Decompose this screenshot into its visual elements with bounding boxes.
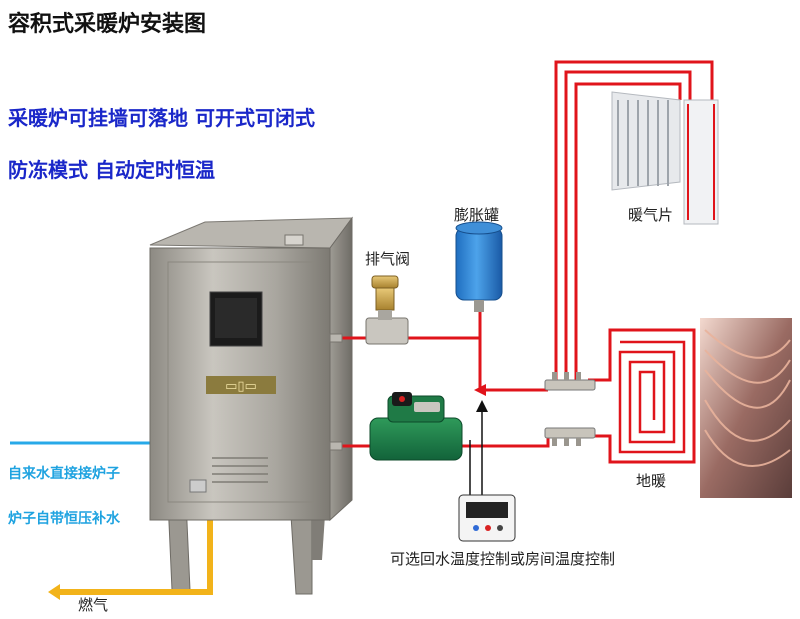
label-controller-note: 可选回水温度控制或房间温度控制 bbox=[390, 550, 616, 568]
boiler-ports bbox=[329, 333, 343, 451]
label-gas: 燃气 bbox=[78, 596, 109, 614]
circulation-pump bbox=[369, 392, 463, 461]
label-exhaust-valve: 排气阀 bbox=[365, 250, 411, 268]
floor-heating-coil bbox=[618, 340, 686, 454]
exhaust-valve bbox=[365, 275, 409, 345]
floor-heating-photo bbox=[700, 318, 792, 498]
label-tap-water-direct: 自来水直接接炉子 bbox=[8, 466, 120, 482]
feature-line-modes: 防冻模式 自动定时恒温 bbox=[8, 158, 215, 182]
page-title: 容积式采暖炉安装图 bbox=[8, 11, 207, 37]
label-tap-water-pressure: 炉子自带恒压补水 bbox=[8, 511, 120, 527]
svg-text:▭▯▭: ▭▯▭ bbox=[225, 379, 257, 394]
label-radiator: 暖气片 bbox=[628, 206, 674, 224]
label-expansion-tank: 膨胀罐 bbox=[454, 206, 500, 224]
radiator bbox=[611, 91, 719, 225]
temperature-controller bbox=[458, 400, 516, 542]
gas-line bbox=[48, 510, 213, 600]
return-arrow bbox=[474, 384, 486, 396]
water-supply-line bbox=[10, 437, 167, 449]
label-floor-heating: 地暖 bbox=[636, 472, 667, 490]
distribution-manifold bbox=[544, 372, 596, 446]
expansion-tank bbox=[455, 221, 503, 312]
feature-line-mount: 采暖炉可挂墙可落地 可开式可闭式 bbox=[8, 106, 315, 130]
boiler-unit: ▭▯▭ bbox=[149, 216, 354, 522]
